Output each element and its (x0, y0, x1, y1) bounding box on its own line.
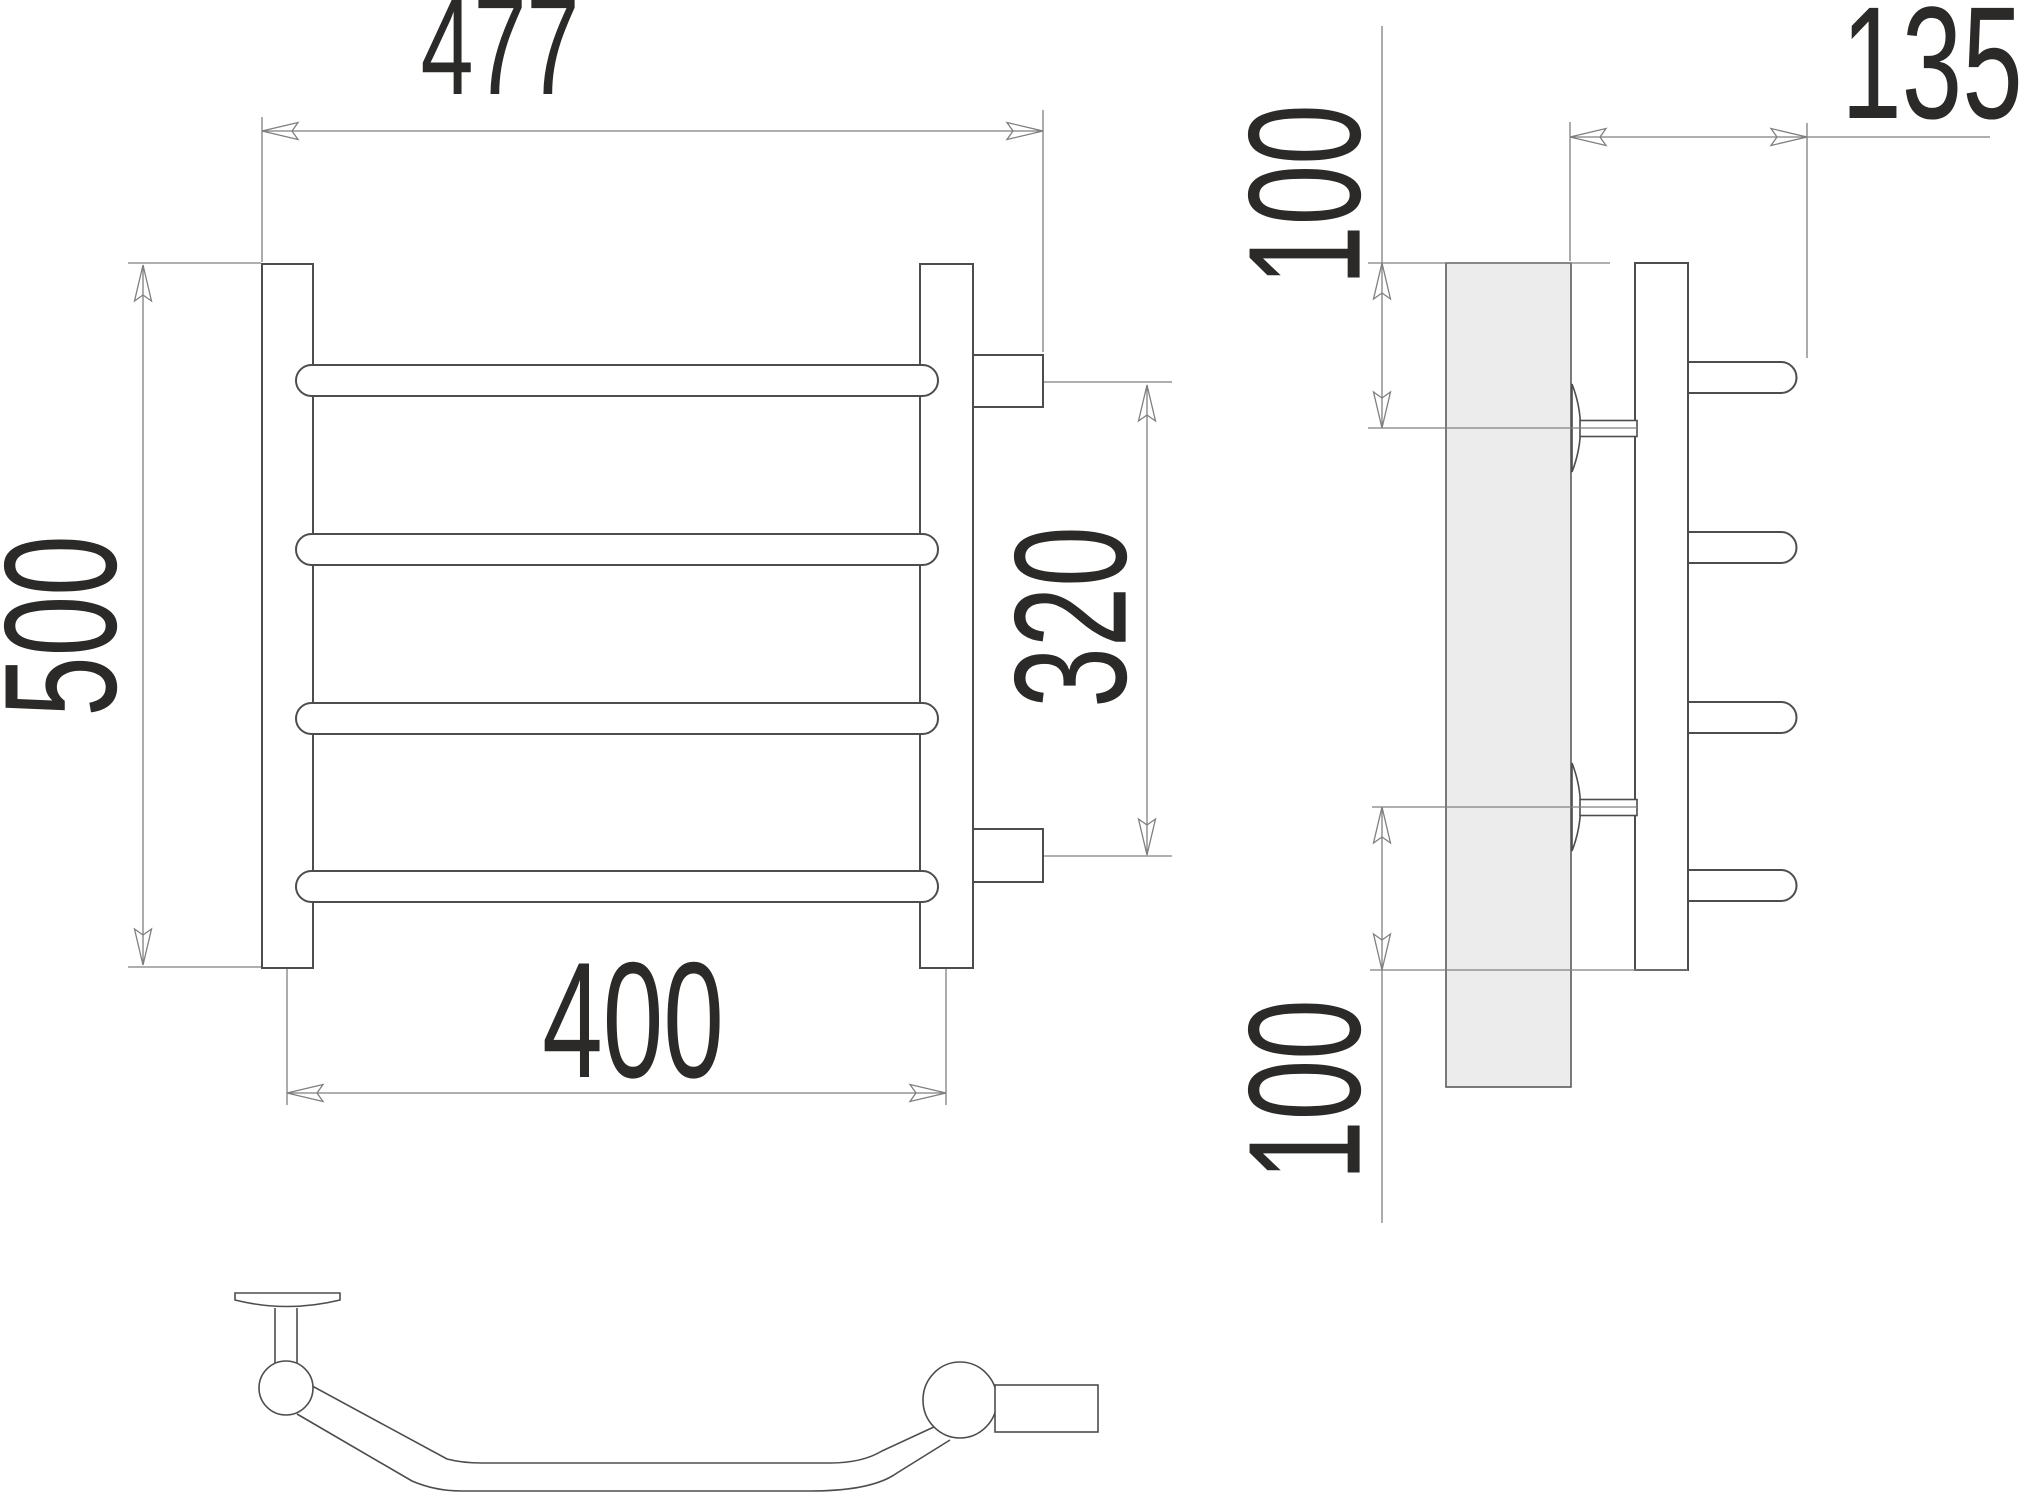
arrowhead-right (1769, 127, 1808, 147)
dim-overall-width: 477 (261, 0, 1044, 352)
arrowhead-up (1137, 384, 1157, 423)
side-bar-end-3 (1687, 701, 1798, 734)
tube-upper-edge (302, 1380, 937, 1464)
front-bar-1 (295, 364, 939, 397)
arrowhead-left (286, 1083, 325, 1103)
side-view: 100 135 100 (1215, 0, 2023, 1223)
dim-label-mounting-width: 400 (542, 927, 724, 1112)
side-bar-end-4 (1687, 869, 1798, 902)
arrowhead-right (908, 1083, 947, 1103)
bottom-view (234, 1292, 1099, 1492)
side-bar-end-2 (1687, 531, 1798, 564)
dim-label-overall-height: 500 (0, 535, 150, 717)
dim-label-bottom-offset: 100 (1215, 999, 1394, 1181)
arrowhead-right (1005, 121, 1044, 141)
arrowhead-down (1137, 817, 1157, 856)
wall-section (1445, 262, 1572, 1088)
arrowhead-left (261, 121, 300, 141)
dim-label-connector-spacing: 320 (981, 526, 1160, 708)
dim-label-top-offset: 100 (1215, 104, 1394, 286)
front-view: 477 500 320 400 (0, 0, 1172, 1112)
dim-bottom-offset: 100 (1215, 806, 1688, 1223)
arrowhead-down (1372, 932, 1392, 971)
arrowhead-down (1372, 390, 1392, 429)
dim-mounting-width: 400 (286, 927, 947, 1112)
arrowhead-up (1372, 806, 1392, 845)
dim-label-depth: 135 (1841, 0, 2023, 152)
front-bar-3 (295, 702, 939, 735)
dim-label-overall-width: 477 (421, 0, 580, 124)
front-top-connector-stub (972, 354, 1044, 408)
side-bar-end-1 (1687, 361, 1798, 394)
front-bar-4 (295, 870, 939, 903)
front-bar-2 (295, 533, 939, 566)
arrowhead-up (1372, 262, 1392, 301)
dim-depth: 135 (1569, 0, 2023, 358)
dim-connector-spacing: 320 (981, 381, 1172, 857)
arrowhead-down (133, 927, 153, 966)
arrowhead-up (133, 264, 153, 303)
side-post (1634, 262, 1689, 971)
front-bottom-connector-stub (972, 828, 1044, 883)
right-end-boss (922, 1361, 998, 1439)
right-connector-stub (994, 1384, 1099, 1433)
dim-overall-height: 500 (0, 262, 261, 968)
left-bracket-stem (274, 1308, 298, 1363)
arrowhead-left (1569, 127, 1608, 147)
tube-lower-edge (296, 1413, 951, 1492)
left-bracket-boss (258, 1360, 314, 1416)
left-bracket-plate (234, 1292, 341, 1308)
dim-top-offset: 100 (1215, 26, 1637, 429)
